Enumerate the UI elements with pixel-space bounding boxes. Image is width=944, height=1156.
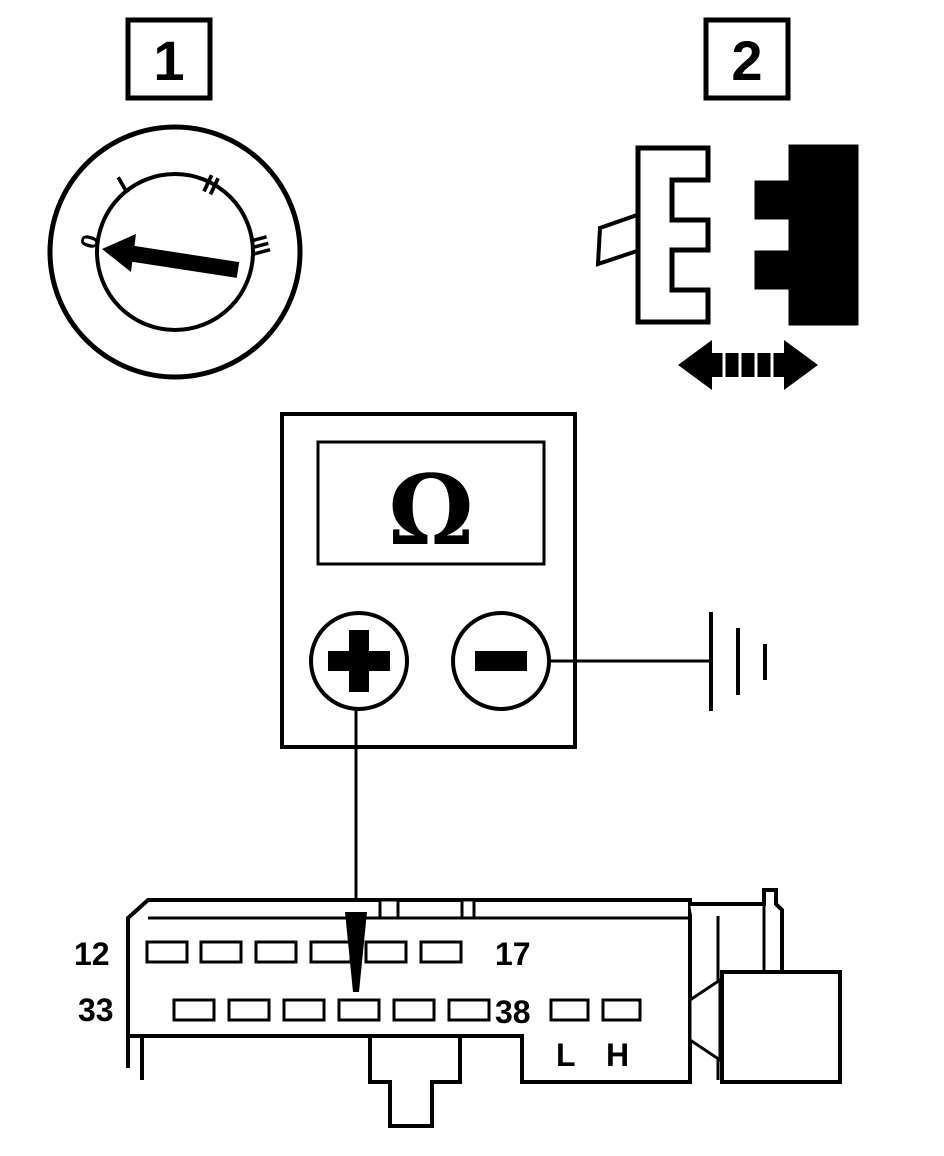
pin [282, 998, 326, 1022]
ignition-switch: 0 I II III [47, 124, 303, 380]
pin-row-2 [172, 998, 642, 1022]
control-unit-connector: 12 17 33 38 L H [74, 888, 842, 1128]
plus-terminal: + [309, 611, 409, 711]
step-2-badge: 2 [703, 17, 791, 101]
pin-label-38: 38 [495, 994, 531, 1030]
pin [309, 940, 353, 964]
pin [447, 998, 491, 1022]
pin-label-12: 12 [74, 936, 110, 972]
socket-half [754, 144, 859, 326]
pin [364, 940, 408, 964]
pin [172, 998, 216, 1022]
pin [392, 998, 436, 1022]
step-1-badge: 1 [125, 17, 213, 101]
pin-h [601, 998, 642, 1022]
pin-label-17: 17 [495, 936, 531, 972]
pin-l [549, 998, 590, 1022]
minus-terminal: − [451, 611, 551, 711]
pin [419, 940, 463, 964]
step-1-number: 1 [153, 29, 184, 92]
pin [199, 940, 243, 964]
plug-half [635, 145, 711, 325]
pin-row-1 [145, 940, 463, 964]
pin-label-l: L [556, 1037, 576, 1073]
pin-probed [337, 998, 381, 1022]
pin [145, 940, 189, 964]
ground-lead [549, 612, 767, 711]
pin-label-h: H [606, 1037, 629, 1073]
ground-icon [709, 612, 767, 711]
ohmmeter: Ω + − [280, 412, 577, 749]
ohm-symbol: Ω [388, 454, 473, 567]
pin [227, 998, 271, 1022]
separate-double-arrow-icon [678, 340, 818, 390]
pin [254, 940, 298, 964]
step-2-number: 2 [731, 29, 762, 92]
switch-pointer-arrow [102, 234, 240, 278]
pin-label-33: 33 [78, 992, 114, 1028]
connector-disconnect [595, 144, 859, 390]
ohmmeter-display [316, 440, 546, 566]
